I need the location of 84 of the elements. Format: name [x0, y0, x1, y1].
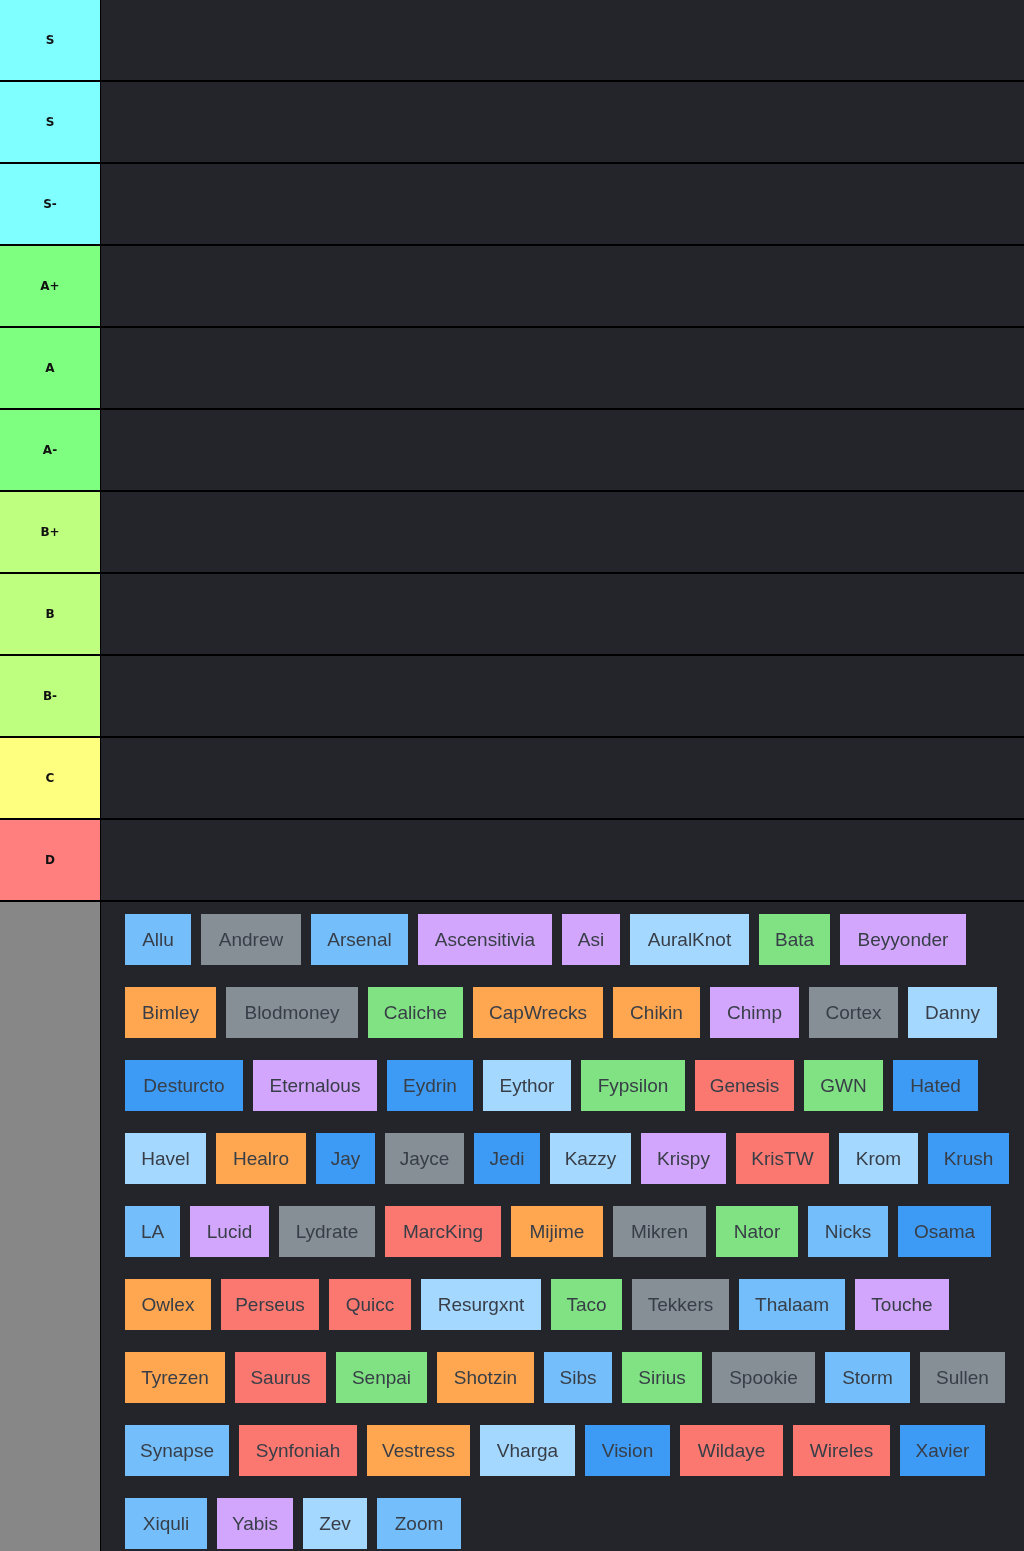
name-tag: Thalaam	[739, 1279, 845, 1330]
tier-label: B+	[0, 492, 100, 572]
name-tag: Nator	[716, 1206, 798, 1257]
name-tag: Vestress	[367, 1425, 470, 1476]
name-tag: Senpai	[336, 1352, 427, 1403]
name-tag: Jedi	[474, 1133, 540, 1184]
tier-label: S-	[0, 164, 100, 244]
name-tag: Xavier	[900, 1425, 985, 1476]
name-tag: Healro	[216, 1133, 306, 1184]
name-tag: Taco	[551, 1279, 622, 1330]
name-tag: Mikren	[613, 1206, 706, 1257]
name-tag: Blodmoney	[226, 987, 358, 1038]
name-tag: Lydrate	[279, 1206, 375, 1257]
name-tag: Chimp	[710, 987, 799, 1038]
tier-label: C	[0, 738, 100, 818]
name-tag: Arsenal	[311, 914, 408, 965]
name-tag: Saurus	[235, 1352, 326, 1403]
tier-label: A-	[0, 410, 100, 490]
name-tag: Krush	[928, 1133, 1009, 1184]
name-tag: LA	[125, 1206, 180, 1257]
name-tag: KrisTW	[736, 1133, 829, 1184]
name-tag: Cortex	[809, 987, 898, 1038]
tier-label: A+	[0, 246, 100, 326]
name-tag: Tyrezen	[125, 1352, 225, 1403]
name-tag: GWN	[804, 1060, 883, 1111]
name-tag: Vharga	[480, 1425, 575, 1476]
name-tag: Resurgxnt	[421, 1279, 541, 1330]
name-tag: Genesis	[695, 1060, 794, 1111]
name-tag: Sirius	[622, 1352, 702, 1403]
name-tag: Sibs	[544, 1352, 612, 1403]
name-tag: MarcKing	[385, 1206, 501, 1257]
name-tag: Osama	[898, 1206, 991, 1257]
name-tag: Beyyonder	[840, 914, 966, 965]
name-tag: Lucid	[190, 1206, 269, 1257]
name-tag: Hated	[893, 1060, 978, 1111]
name-tag: Allu	[125, 914, 191, 965]
name-tag: Eythor	[483, 1060, 571, 1111]
tier-label: S	[0, 0, 100, 80]
name-tag: Bimley	[125, 987, 216, 1038]
name-tag: Sullen	[920, 1352, 1005, 1403]
name-tag: Wireles	[793, 1425, 890, 1476]
name-tag: Jay	[316, 1133, 375, 1184]
name-tag: Mijime	[511, 1206, 603, 1257]
tier-label: S	[0, 82, 100, 162]
name-tag: CapWrecks	[473, 987, 603, 1038]
tier-label: D	[0, 820, 100, 900]
name-tag: Xiquli	[125, 1498, 207, 1549]
name-tag: Vision	[585, 1425, 670, 1476]
name-tag: Touche	[855, 1279, 949, 1330]
name-tag: Chikin	[613, 987, 700, 1038]
name-tag: Zev	[303, 1498, 367, 1549]
name-tag: Synapse	[125, 1425, 229, 1476]
tier-label: B	[0, 574, 100, 654]
name-tag: Nicks	[808, 1206, 888, 1257]
name-tag: Spookie	[712, 1352, 815, 1403]
name-tag: Danny	[908, 987, 997, 1038]
name-tag: Owlex	[125, 1279, 211, 1330]
name-tag: Ascensitivia	[418, 914, 552, 965]
name-tag: Krispy	[641, 1133, 726, 1184]
name-tag: Synfoniah	[239, 1425, 357, 1476]
name-tag: Havel	[125, 1133, 206, 1184]
blank-tier-label	[0, 902, 100, 1551]
name-tag: Kazzy	[550, 1133, 631, 1184]
name-tag: Zoom	[377, 1498, 461, 1549]
name-tag: Storm	[825, 1352, 910, 1403]
name-tag: Wildaye	[680, 1425, 783, 1476]
name-tag: Krom	[839, 1133, 918, 1184]
name-tag: Shotzin	[437, 1352, 534, 1403]
tier-label: A	[0, 328, 100, 408]
name-tag: Andrew	[201, 914, 301, 965]
name-tag: Caliche	[368, 987, 463, 1038]
name-tag: Quicc	[329, 1279, 411, 1330]
name-tag: Tekkers	[632, 1279, 729, 1330]
name-tag: Perseus	[221, 1279, 319, 1330]
tier-label: B-	[0, 656, 100, 736]
name-tag: Jayce	[385, 1133, 464, 1184]
name-tag: AuralKnot	[630, 914, 749, 965]
name-tag: Eternalous	[253, 1060, 377, 1111]
name-tag: Bata	[759, 914, 830, 965]
name-tag: Asi	[562, 914, 620, 965]
name-tag: Eydrin	[387, 1060, 473, 1111]
name-tag: Yabis	[217, 1498, 293, 1549]
name-tag: Desturcto	[125, 1060, 243, 1111]
name-tag: Fypsilon	[581, 1060, 685, 1111]
